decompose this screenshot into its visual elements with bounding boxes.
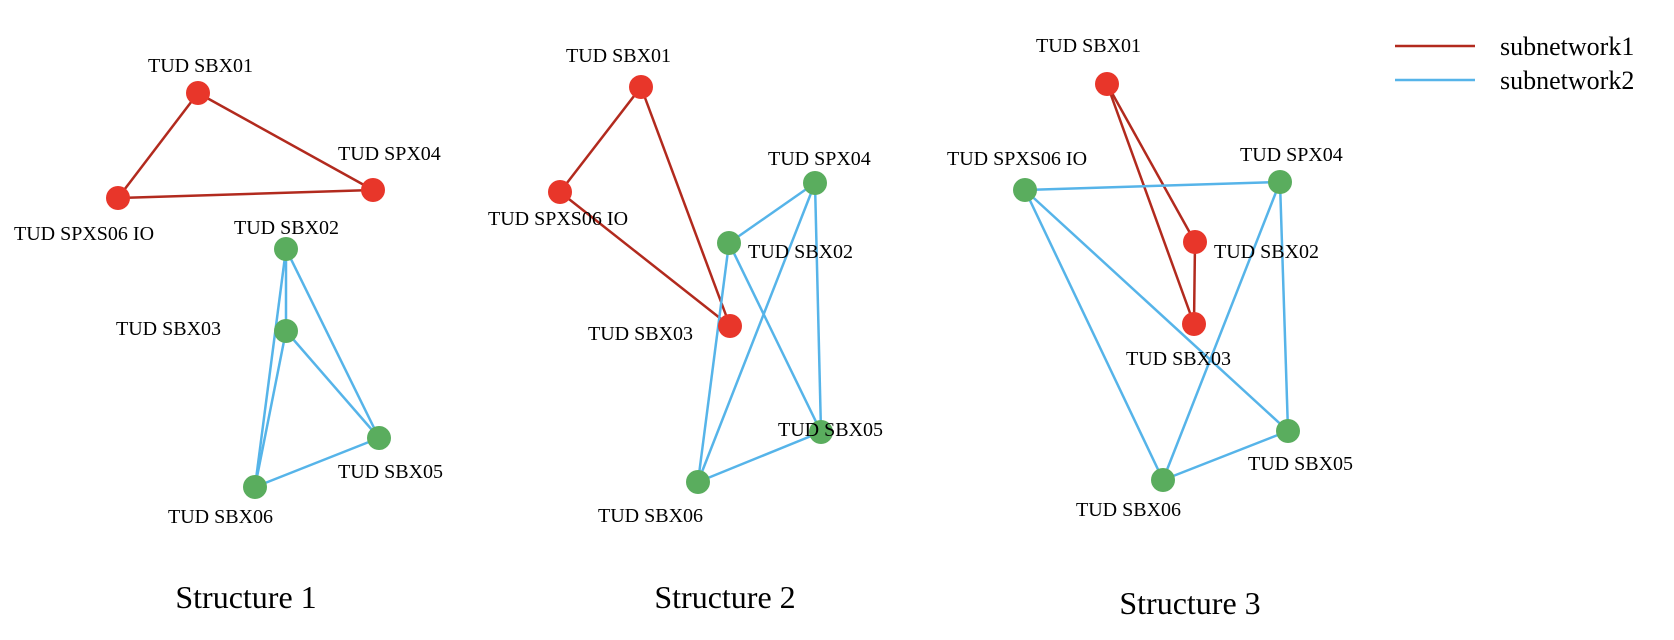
edge-sbx02-sbx05 xyxy=(727,242,823,433)
node-sbx03 xyxy=(718,314,742,338)
legend: subnetwork1 subnetwork2 xyxy=(1395,32,1634,95)
node-label-spxs06: TUD SPXS06 IO xyxy=(488,208,628,230)
edge-sbx02-sbx06 xyxy=(253,248,288,488)
edge-sbx02-sbx03 xyxy=(1192,241,1197,325)
node-sbx06 xyxy=(686,470,710,494)
edge-sbx01-spxs06 xyxy=(559,86,642,193)
edge-sbx05-sbx06 xyxy=(254,436,380,489)
node-spx04 xyxy=(803,171,827,195)
structure-3-edges xyxy=(1023,83,1290,482)
legend-label-subnetwork1: subnetwork1 xyxy=(1500,32,1634,61)
node-label-sbx03: TUD SBX03 xyxy=(588,323,693,345)
edge-spxs06-spx04 xyxy=(117,188,374,200)
node-label-sbx02: TUD SBX02 xyxy=(748,241,853,263)
node-sbx02 xyxy=(717,231,741,255)
edge-spxs06-sbx05 xyxy=(1024,189,1289,432)
edge-spx04-sbx06 xyxy=(1161,181,1282,481)
edge-spxs06-sbx06 xyxy=(1023,189,1165,481)
node-label-sbx05: TUD SBX05 xyxy=(338,461,443,483)
structure-1-nodes xyxy=(106,81,391,499)
edge-sbx01-sbx03 xyxy=(1105,83,1196,325)
structure-1-caption: Structure 1 xyxy=(175,579,316,615)
structure-3-nodes xyxy=(1013,72,1300,492)
structure-1-edges xyxy=(117,91,381,489)
node-label-sbx02: TUD SBX02 xyxy=(234,217,339,239)
edge-sbx05-sbx06 xyxy=(697,430,822,484)
node-label-sbx03: TUD SBX03 xyxy=(116,318,221,340)
node-spxs06 xyxy=(106,186,130,210)
node-label-spxs06: TUD SPXS06 IO xyxy=(947,148,1087,170)
edge-sbx01-sbx03 xyxy=(639,86,732,327)
node-sbx05 xyxy=(1276,419,1300,443)
edge-spxs06-spx04 xyxy=(1024,180,1281,192)
edge-sbx01-sbx02 xyxy=(1105,83,1197,243)
node-label-sbx01: TUD SBX01 xyxy=(1036,35,1141,57)
node-label-sbx05: TUD SBX05 xyxy=(778,419,883,441)
edge-sbx03-sbx05 xyxy=(285,330,380,439)
node-spxs06 xyxy=(1013,178,1037,202)
structure-2-caption: Structure 2 xyxy=(654,579,795,615)
edge-sbx03-sbx06 xyxy=(253,330,288,488)
edge-spxs06-sbx03 xyxy=(559,191,731,327)
node-spx04 xyxy=(361,178,385,202)
edge-sbx02-sbx06 xyxy=(696,242,731,483)
node-label-sbx02: TUD SBX02 xyxy=(1214,241,1319,263)
node-label-spxs06: TUD SPXS06 IO xyxy=(14,223,154,245)
structure-2-edges xyxy=(559,86,823,484)
node-sbx01 xyxy=(186,81,210,105)
edge-sbx01-spxs06 xyxy=(117,92,199,199)
node-label-spx04: TUD SPX04 xyxy=(768,148,871,170)
node-spx04 xyxy=(1268,170,1292,194)
edge-spx04-sbx02 xyxy=(728,181,816,245)
node-sbx02 xyxy=(274,237,298,261)
node-sbx01 xyxy=(1095,72,1119,96)
node-spxs06 xyxy=(548,180,572,204)
node-sbx05 xyxy=(367,426,391,450)
node-label-sbx01: TUD SBX01 xyxy=(566,45,671,67)
legend-label-subnetwork2: subnetwork2 xyxy=(1500,66,1634,95)
node-sbx06 xyxy=(243,475,267,499)
edge-sbx05-sbx06 xyxy=(1162,429,1289,482)
node-sbx03 xyxy=(1182,312,1206,336)
node-label-spx04: TUD SPX04 xyxy=(338,143,441,165)
node-label-sbx01: TUD SBX01 xyxy=(148,55,253,77)
node-label-spx04: TUD SPX04 xyxy=(1240,144,1343,166)
node-label-sbx03: TUD SBX03 xyxy=(1126,348,1231,370)
structure-3-caption: Structure 3 xyxy=(1119,585,1260,621)
edge-sbx01-spx04 xyxy=(197,91,374,192)
node-sbx06 xyxy=(1151,468,1175,492)
node-label-sbx06: TUD SBX06 xyxy=(1076,499,1181,521)
node-label-sbx06: TUD SBX06 xyxy=(598,505,703,527)
node-sbx05 xyxy=(809,420,833,444)
node-sbx03 xyxy=(274,319,298,343)
node-label-sbx06: TUD SBX06 xyxy=(168,506,273,528)
edge-spx04-sbx06 xyxy=(696,182,817,483)
edge-sbx02-sbx05 xyxy=(284,248,381,439)
structure-2-nodes xyxy=(548,75,833,494)
node-label-sbx05: TUD SBX05 xyxy=(1248,453,1353,475)
edge-spx04-sbx05 xyxy=(813,182,823,433)
node-sbx01 xyxy=(629,75,653,99)
edge-spx04-sbx05 xyxy=(1278,181,1290,432)
node-sbx02 xyxy=(1183,230,1207,254)
